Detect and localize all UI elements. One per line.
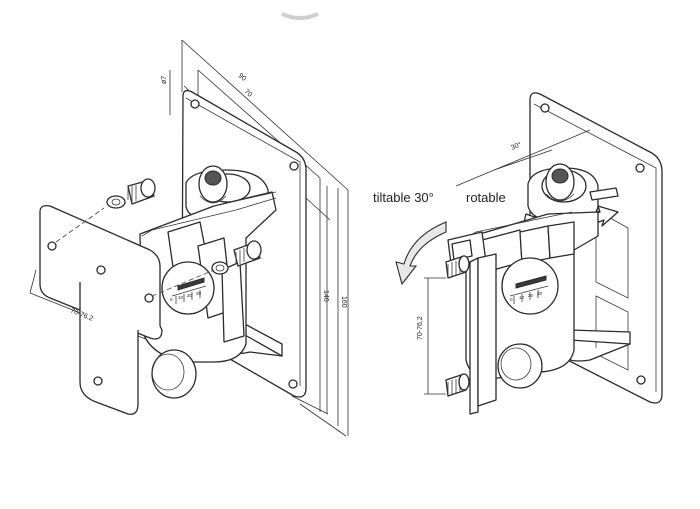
right-angle-dial: [501, 257, 559, 315]
clamp-hole-icon: [47, 241, 57, 251]
clamp-hole-icon: [144, 293, 154, 303]
top-mark: [281, 12, 319, 20]
left-bracket-view: 0 10 20 30: [29, 39, 349, 437]
right-tick-30: 30: [537, 291, 543, 296]
left-tick-30: 30: [196, 291, 202, 296]
left-tick-0: 0: [170, 297, 173, 302]
plate-hole-icon: [289, 161, 299, 171]
left-tick-20: 20: [187, 293, 193, 298]
clamp-hole-icon: [96, 265, 106, 275]
dim-30-diagonal: 30°: [510, 140, 523, 151]
right-tick-0: 0: [510, 297, 513, 302]
left-screw-right: [211, 240, 262, 275]
rotable-label: rotable: [466, 190, 506, 205]
clamp-hole-icon: [93, 376, 103, 386]
dim-140: 140: [322, 290, 329, 302]
dim-70: 70: [243, 88, 254, 98]
left-screw-top: [106, 178, 156, 209]
dim-160: 160: [340, 296, 347, 308]
dim-bracket-right: 70-76.2: [417, 316, 424, 340]
right-bolt-bottom: [445, 373, 470, 397]
plate-hole-icon: [635, 163, 645, 173]
right-bolt-top: [445, 255, 470, 279]
tiltable-label: tiltable 30°: [373, 190, 434, 205]
plate-hole-icon: [190, 99, 200, 109]
plate-hole-icon: [636, 375, 646, 385]
left-angle-dial: [161, 261, 215, 315]
plate-hole-icon: [288, 379, 298, 389]
right-tick-10: 10: [519, 295, 525, 300]
left-tick-10: 10: [178, 295, 184, 300]
tilt-arrow-icon: [395, 221, 447, 286]
dim-90: 90: [237, 72, 248, 82]
right-tick-20: 20: [528, 293, 534, 298]
plate-hole-icon: [540, 103, 550, 113]
right-bracket-view: 30° 0 10 20 30: [373, 92, 663, 415]
dim-hole: ø7: [161, 76, 168, 84]
right-lower-knob: [497, 343, 543, 389]
